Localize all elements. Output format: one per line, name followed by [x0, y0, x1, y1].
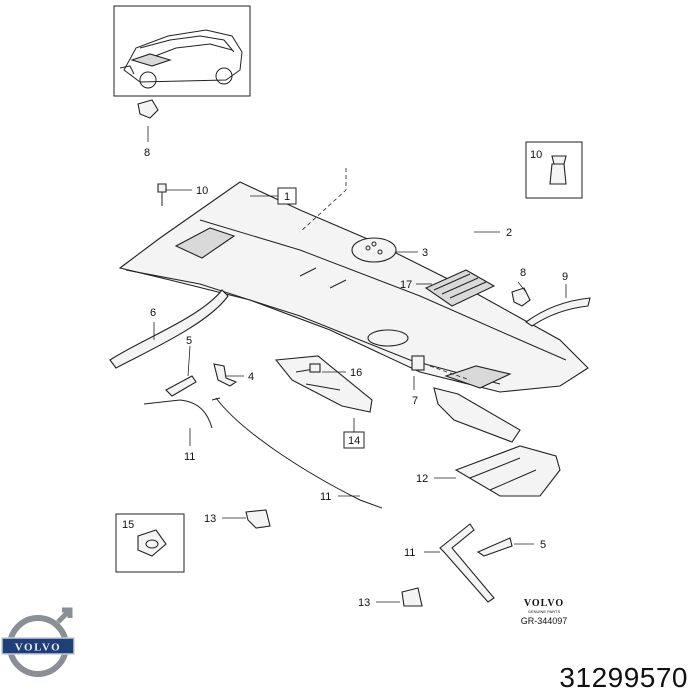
- label-15: 15: [122, 519, 134, 531]
- label-16: 16: [350, 367, 362, 379]
- label-14: 14: [348, 435, 360, 447]
- stamp-sub: GENUINE PARTS: [528, 609, 561, 614]
- label-17: 17: [400, 279, 412, 291]
- filter-mesh-part-17: [424, 269, 496, 307]
- clip-part-7: [411, 355, 425, 371]
- stamp-brand: VOLVO: [524, 598, 564, 609]
- label-5-right: 5: [540, 539, 546, 551]
- car-thumbnail: [113, 5, 251, 97]
- label-box-1: [277, 187, 297, 205]
- label-9: 9: [562, 271, 568, 283]
- inset-part-15: [115, 513, 185, 573]
- cowl-panel-part-1: [118, 181, 589, 393]
- label-11-right: 11: [404, 547, 415, 559]
- label-5-left: 5: [186, 335, 192, 347]
- label-6: 6: [150, 307, 156, 319]
- drawing-code: GR-344097: [521, 616, 568, 626]
- bracket-part-14-16: [274, 355, 373, 413]
- label-3: 3: [422, 247, 428, 259]
- clip-part-10: [157, 183, 167, 206]
- label-8-right: 8: [520, 267, 526, 279]
- rod-part-11-right: [439, 523, 495, 603]
- label-13-lower: 13: [358, 597, 370, 609]
- volvo-logo: VOLVO: [1, 607, 75, 677]
- label-10-loose: 10: [196, 185, 208, 197]
- part-number: 31299570: [559, 662, 688, 693]
- strip-part-6: [109, 289, 229, 369]
- cover-part-12: [433, 387, 561, 497]
- label-12: 12: [416, 473, 428, 485]
- label-1: 1: [284, 191, 290, 203]
- label-10-inset: 10: [530, 149, 542, 161]
- clip-part-13-upper: [245, 509, 271, 529]
- label-7: 7: [412, 395, 418, 407]
- clip-part-13-lower: [401, 587, 423, 607]
- label-4: 4: [248, 371, 254, 383]
- piece-part-5-left: [165, 375, 197, 397]
- inset-part-10: [525, 141, 583, 199]
- trim-part-9: [525, 297, 591, 327]
- rod-part-11-middle: [215, 397, 383, 509]
- piece-part-5-right: [476, 537, 513, 557]
- label-box-14: [343, 431, 365, 449]
- label-2: 2: [506, 227, 512, 239]
- genuine-parts-stamp: VOLVO GENUINE PARTS GR-344097: [521, 598, 568, 626]
- grommet-part-3: [351, 237, 397, 263]
- label-11-middle: 11: [320, 491, 331, 503]
- label-13-upper: 13: [204, 513, 216, 525]
- piece-part-4: [213, 363, 238, 387]
- clip-part-8-top: [137, 99, 159, 119]
- volvo-logo-text: VOLVO: [15, 642, 61, 654]
- label-11-left: 11: [184, 451, 195, 463]
- rod-part-11-left: [143, 397, 221, 429]
- label-8-top: 8: [144, 147, 150, 159]
- clip-part-8-right: [511, 287, 531, 307]
- seal-strip-part-2: [149, 102, 522, 291]
